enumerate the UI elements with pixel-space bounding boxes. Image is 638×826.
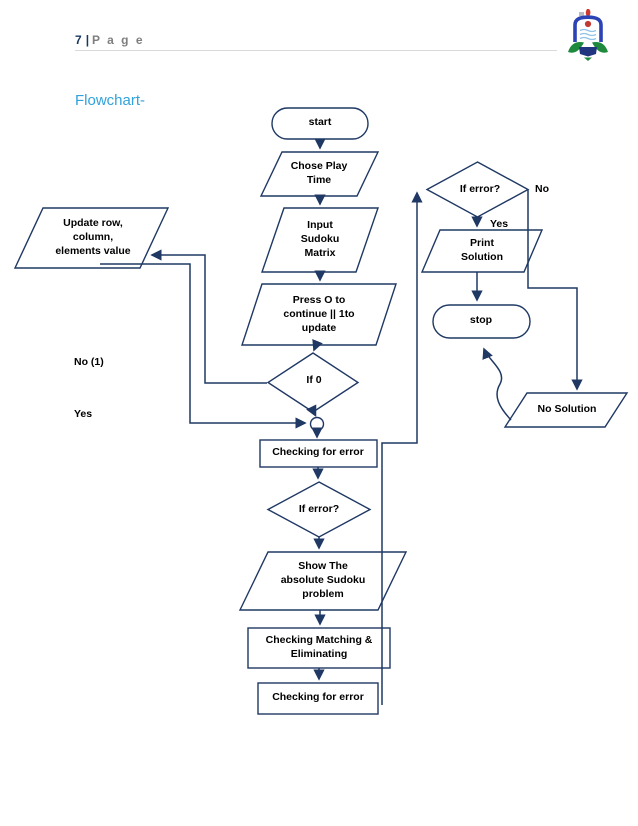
label-checking-error-1: Checking for error <box>272 446 364 459</box>
page-number: 7 <box>75 33 82 47</box>
label-no-solution: No Solution <box>537 403 597 416</box>
edge-press-if0 <box>312 339 323 352</box>
node-chose-play-time-io <box>259 151 380 197</box>
node-press-o-io <box>241 283 397 346</box>
section-title: Flowchart- <box>75 92 146 109</box>
logo-shield-arch <box>573 15 603 42</box>
logo-laurel-right <box>592 42 608 53</box>
node-checking-matching-process <box>247 627 391 669</box>
logo-laurel-left <box>568 42 584 53</box>
edge-label-yes-right: Yes <box>490 218 509 230</box>
label-if-error-center: If error? <box>298 503 340 516</box>
node-checking-for-error-1-process <box>259 439 378 468</box>
page-number-separator: | <box>85 33 90 47</box>
label-if-0: If 0 <box>306 374 322 387</box>
edge-label-no-1: No (1) <box>74 356 104 368</box>
edge-update-circle-yes <box>100 263 307 429</box>
edge-nosolution-stop-curve <box>482 347 512 421</box>
node-update-row-io <box>13 207 170 269</box>
node-show-problem-io <box>238 551 408 611</box>
logo-flag <box>579 12 584 16</box>
label-start: start <box>308 116 332 129</box>
node-stop-terminator <box>432 304 531 339</box>
label-update-row: Update row, column, elements value <box>55 217 131 257</box>
node-no-solution-io <box>503 392 629 428</box>
node-checking-for-error-2-process <box>257 682 379 715</box>
label-checking-matching: Checking Matching & Eliminating <box>265 634 373 660</box>
page-number-line: 7|P a g e <box>75 33 145 47</box>
flowchart-shapes <box>13 107 629 715</box>
page-label: P a g e <box>92 33 145 47</box>
header-divider <box>75 50 557 51</box>
edge-check2-iferror-feedback <box>381 191 423 705</box>
label-press-o: Press O to continue || 1to update <box>283 294 355 334</box>
edge-label-no-right: No <box>535 183 549 195</box>
logo-banner <box>579 47 597 57</box>
label-stop: stop <box>469 314 493 327</box>
college-crest-logo <box>568 9 608 61</box>
label-show-problem: Show The absolute Sudoku problem <box>280 560 366 600</box>
logo-base-leaf <box>584 57 592 61</box>
edge-label-yes-left: Yes <box>74 408 93 420</box>
flowchart-connectors <box>100 138 583 705</box>
logo-emblem-dot <box>584 20 592 28</box>
logo-flame <box>585 9 591 18</box>
edge-if0-update-no1 <box>150 249 267 384</box>
logo-wave-3 <box>579 36 597 41</box>
label-if-error-right: If error? <box>459 183 501 196</box>
label-chose-play-time: Chose Play Time <box>290 160 348 186</box>
label-input-sudoku: Input Sudoku Matrix <box>300 219 340 259</box>
logo-wave-1 <box>579 28 597 33</box>
node-connector-circle <box>309 416 325 432</box>
edge-iferror-nosolution-no <box>527 190 583 391</box>
label-print-solution: Print Solution <box>461 237 503 263</box>
node-input-sudoku-matrix-io <box>261 207 379 273</box>
logo-wave-2 <box>579 32 597 37</box>
label-checking-error-2: Checking for error <box>272 691 364 704</box>
node-print-solution-io <box>420 229 544 273</box>
edge-if0-circle <box>306 404 317 418</box>
